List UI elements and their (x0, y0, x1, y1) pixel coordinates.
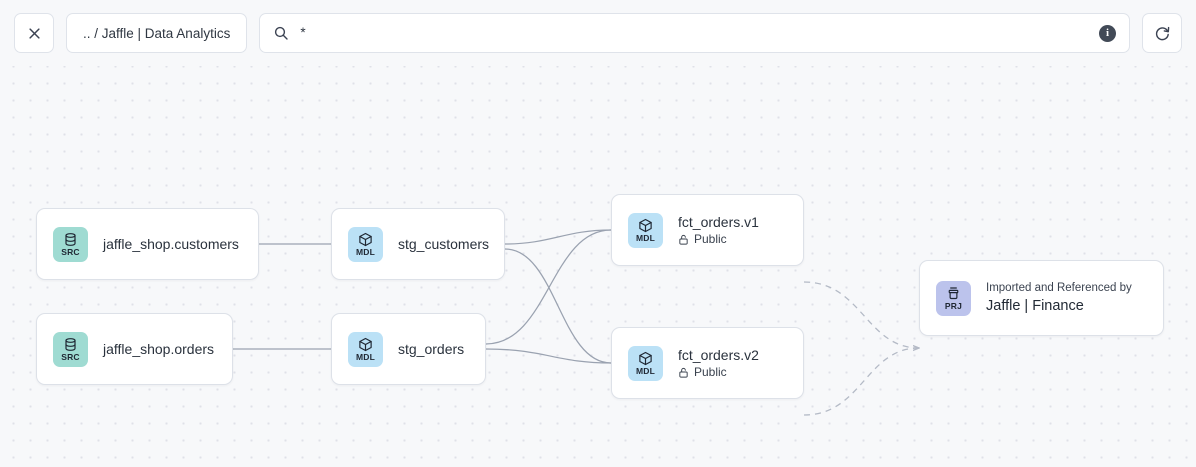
node-title: fct_orders.v1 (678, 213, 759, 230)
database-icon (63, 232, 78, 247)
badge-mdl: MDL (628, 212, 663, 248)
node-body: stg_orders (398, 341, 464, 357)
badge-mdl-label: MDL (355, 246, 375, 257)
edge-v1-to-project (803, 281, 919, 348)
node-body: fct_orders.v2 Public (678, 347, 759, 380)
badge-prj-label: PRJ (944, 300, 963, 311)
unlock-icon (678, 367, 689, 378)
breadcrumb[interactable]: .. / Jaffle | Data Analytics (66, 13, 248, 53)
node-visibility: Public (678, 364, 759, 380)
node-fct-orders-v1[interactable]: MDL fct_orders.v1 Public (611, 194, 804, 266)
node-project-jaffle-finance[interactable]: PRJ Imported and Referenced by Jaffle | … (919, 260, 1164, 336)
badge-mdl: MDL (348, 331, 383, 367)
badge-src-label: SRC (61, 246, 80, 257)
node-fct-orders-v2[interactable]: MDL fct_orders.v2 Public (611, 327, 804, 399)
cube-icon (638, 218, 653, 233)
info-icon[interactable]: i (1099, 24, 1116, 42)
node-title: fct_orders.v2 (678, 346, 759, 363)
graph-canvas[interactable]: SRC jaffle_shop.customers SRC jaffle_sh (0, 52, 1196, 467)
edge-stg-customers-to-v1 (504, 229, 612, 245)
node-body: Imported and Referenced by Jaffle | Fina… (986, 282, 1132, 315)
breadcrumb-label: .. / Jaffle | Data Analytics (83, 25, 231, 41)
node-visibility: Public (678, 231, 759, 247)
cube-icon (358, 337, 373, 352)
refresh-button[interactable] (1142, 13, 1182, 53)
toolbar: .. / Jaffle | Data Analytics * i (0, 0, 1196, 66)
badge-mdl-label: MDL (355, 351, 375, 362)
node-visibility-label: Public (694, 364, 727, 379)
unlock-icon (678, 234, 689, 245)
node-body: jaffle_shop.orders (103, 341, 214, 357)
badge-mdl: MDL (628, 345, 663, 381)
node-caption: Imported and Referenced by (986, 281, 1132, 294)
search-field[interactable]: * i (259, 13, 1130, 53)
badge-src: SRC (53, 226, 88, 262)
node-title: jaffle_shop.customers (103, 235, 239, 252)
node-title: stg_customers (398, 235, 490, 252)
refresh-icon (1154, 25, 1171, 42)
node-stg-customers[interactable]: MDL stg_customers (331, 208, 505, 280)
badge-src: SRC (53, 331, 88, 367)
node-title: jaffle_shop.orders (103, 340, 215, 357)
badge-src-label: SRC (61, 351, 80, 362)
database-icon (63, 337, 78, 352)
edge-v2-to-project (803, 348, 919, 416)
close-icon (27, 26, 42, 41)
search-icon (273, 25, 289, 41)
search-input[interactable]: * (300, 25, 306, 41)
node-body: jaffle_shop.customers (103, 236, 239, 252)
node-visibility-label: Public (694, 231, 727, 246)
edge-stg-orders-to-v2 (485, 348, 612, 364)
node-title: stg_orders (398, 340, 465, 357)
node-jaffle-shop-customers[interactable]: SRC jaffle_shop.customers (36, 208, 259, 280)
close-button[interactable] (14, 13, 54, 53)
badge-mdl-label: MDL (635, 365, 655, 376)
cube-icon (358, 232, 373, 247)
node-jaffle-shop-orders[interactable]: SRC jaffle_shop.orders (36, 313, 233, 385)
node-body: stg_customers (398, 235, 490, 252)
edge-stg-customers-to-v2 (504, 248, 612, 364)
node-title: Jaffle | Finance (986, 297, 1084, 314)
project-icon (946, 286, 961, 301)
badge-mdl-label: MDL (635, 232, 655, 243)
badge-mdl: MDL (348, 226, 383, 262)
node-body: fct_orders.v1 Public (678, 214, 759, 247)
cube-icon (638, 351, 653, 366)
badge-prj: PRJ (936, 280, 971, 316)
node-stg-orders[interactable]: MDL stg_orders (331, 313, 486, 385)
